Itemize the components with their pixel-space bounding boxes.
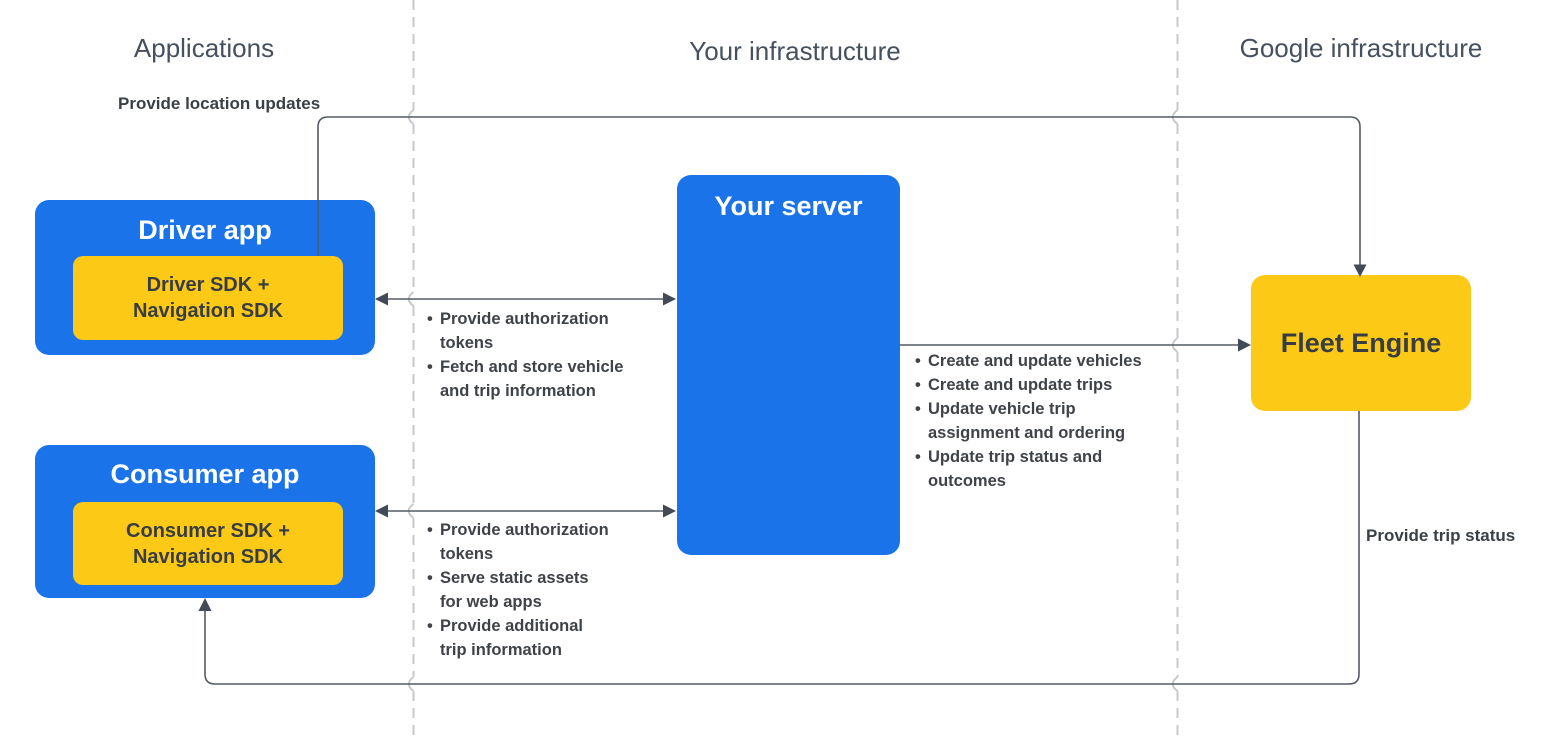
bullet-item: Update trip status and outcomes (915, 445, 1185, 493)
column-heading-google-infrastructure: Google infrastructure (1239, 33, 1483, 63)
bullet-item: Provide authorization tokens (427, 518, 657, 566)
node-driver-sdk: Driver SDK + Navigation SDK (73, 256, 343, 340)
arrowhead-right-fleet-engine (1238, 338, 1251, 352)
arrowhead-right-your-server (663, 292, 676, 306)
connector-consumer-server (375, 504, 676, 518)
column-heading-applications: Applications (133, 33, 275, 63)
node-consumer-sdk: Consumer SDK + Navigation SDK (73, 502, 343, 585)
bullets-driver-server: Provide authorization tokens Fetch and s… (427, 307, 667, 403)
bullet-item: Serve static assets for web apps (427, 566, 657, 614)
connector-driver-server (375, 292, 676, 306)
bullet-item: Update vehicle trip assignment and order… (915, 397, 1185, 445)
arrowhead-left-consumer-app (375, 504, 388, 518)
consumer-app-title: Consumer app (110, 459, 300, 489)
bullet-item: Create and update trips (915, 373, 1185, 397)
bullet-item: Provide additional trip information (427, 614, 657, 662)
bullet-item: Provide authorization tokens (427, 307, 667, 355)
bullet-item: Create and update vehicles (915, 349, 1185, 373)
arrowhead-right-your-server (663, 504, 676, 518)
bullets-server-fleet: Create and update vehicles Create and up… (915, 349, 1185, 493)
divider-applications-your-infrastructure (407, 0, 415, 742)
your-server-title: Your server (714, 191, 863, 221)
bullet-item: Fetch and store vehicle and trip informa… (427, 355, 667, 403)
arrowhead-left-driver-app (375, 292, 388, 306)
driver-app-title: Driver app (138, 215, 272, 245)
edge-label-provide-location-updates: Provide location updates (118, 94, 321, 113)
bullets-consumer-server: Provide authorization tokens Serve stati… (427, 518, 657, 662)
column-heading-your-infrastructure: Your infrastructure (689, 36, 901, 66)
node-your-server: Your server (677, 175, 900, 555)
arrowhead-up-consumer-app (198, 598, 212, 611)
edge-label-provide-trip-status: Provide trip status (1366, 526, 1516, 545)
node-fleet-engine: Fleet Engine (1251, 275, 1471, 411)
